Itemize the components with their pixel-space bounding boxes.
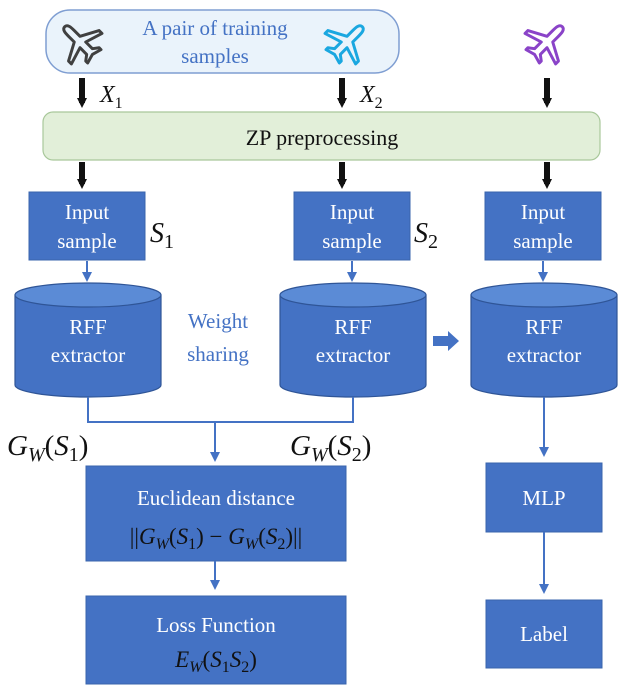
input-sample-box-1 (28, 191, 146, 261)
input-sample-1-line1: Input (65, 200, 109, 224)
rff-2-line1: RFF (334, 315, 371, 339)
airplane-icon (523, 24, 565, 66)
training-samples-box (45, 9, 400, 74)
label-box-text: Label (520, 622, 568, 646)
rff-3-line2: extractor (507, 343, 582, 367)
weight-sharing-line1: Weight (188, 309, 248, 333)
rff-extractor-cylinder-2 (279, 282, 427, 398)
euclidean-distance-formula: ||GW(S1) − GW(S2)|| (130, 524, 303, 553)
input-sample-3-line1: Input (521, 200, 565, 224)
rff-3-line1: RFF (525, 315, 562, 339)
mlp-label: MLP (522, 486, 565, 510)
input-sample-box-2 (293, 191, 411, 261)
loss-function-formula: EW(S1S2) (174, 647, 257, 676)
input-sample-1-line2: sample (57, 229, 116, 253)
gw-s2-label: GW(S2) (290, 430, 371, 466)
gw-s1-label: GW(S1) (7, 430, 88, 466)
merge-connector (87, 397, 354, 423)
x1-label: X1 (99, 82, 123, 112)
loss-function-box (85, 595, 347, 685)
s2-label: S2 (414, 218, 438, 253)
rff-2-line2: extractor (316, 343, 391, 367)
s1-label: S1 (150, 218, 174, 253)
loss-function-title: Loss Function (156, 613, 276, 637)
input-sample-box-3 (484, 191, 602, 261)
airplane-icon (323, 24, 365, 66)
zp-preprocessing-label: ZP preprocessing (246, 125, 399, 150)
training-samples-line2: samples (181, 44, 249, 68)
euclidean-distance-title: Euclidean distance (137, 486, 295, 510)
training-samples-line1: A pair of training (142, 16, 288, 40)
rff-1-line2: extractor (51, 343, 126, 367)
zp-preprocessing-bar (42, 111, 601, 161)
x2-label: X2 (359, 82, 383, 112)
transfer-arrow-icon (433, 331, 459, 351)
weight-sharing-line2: sharing (187, 342, 249, 366)
input-sample-2-line1: Input (330, 200, 374, 224)
label-box (485, 599, 603, 669)
rff-extractor-cylinder-3 (470, 282, 618, 398)
rff-extractor-cylinder-1 (14, 282, 162, 398)
euclidean-distance-box (85, 465, 347, 562)
mlp-box (485, 462, 603, 533)
input-sample-2-line2: sample (322, 229, 381, 253)
airplane-icon (62, 24, 104, 66)
rff-1-line1: RFF (69, 315, 106, 339)
input-sample-3-line2: sample (513, 229, 572, 253)
